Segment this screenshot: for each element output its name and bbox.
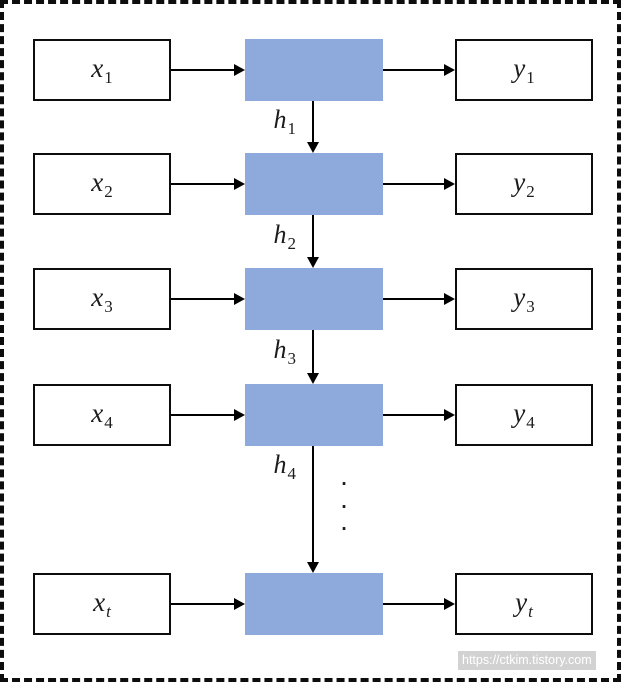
label-sub: 2 xyxy=(104,181,113,201)
label-base: x xyxy=(91,52,104,83)
arrow-cell1-to-cell2 xyxy=(307,101,317,153)
label-sub: 2 xyxy=(526,181,535,201)
label-sub: 1 xyxy=(104,67,113,87)
input-box-x3: x3 xyxy=(33,268,171,330)
output-box-y2: y2 xyxy=(455,153,593,215)
label-base: x xyxy=(93,586,106,617)
output-label-yt: yt xyxy=(515,586,533,621)
rnn-cell-4 xyxy=(245,384,383,446)
label-base: y xyxy=(513,52,526,83)
input-label-x3: x3 xyxy=(91,281,113,316)
label-base: x xyxy=(91,397,104,428)
input-box-x2: x2 xyxy=(33,153,171,215)
label-base: y xyxy=(515,586,528,617)
arrow-cell4-to-y4 xyxy=(383,409,455,419)
arrow-cell3-to-cell4 xyxy=(307,330,317,384)
arrow-x3-to-cell3 xyxy=(171,293,245,303)
label-base: y xyxy=(513,281,526,312)
input-label-x4: x4 xyxy=(91,397,113,432)
arrow-cell2-to-cell3 xyxy=(307,215,317,268)
rnn-cell-1 xyxy=(245,39,383,101)
arrow-cell3-to-y3 xyxy=(383,293,455,303)
arrow-x4-to-cell4 xyxy=(171,409,245,419)
label-base: h xyxy=(273,335,287,364)
label-sub: 4 xyxy=(526,412,535,432)
input-label-xt: xt xyxy=(93,586,111,621)
rnn-cell-t xyxy=(245,573,383,635)
arrow-x1-to-cell1 xyxy=(171,64,245,74)
input-box-x4: x4 xyxy=(33,384,171,446)
input-label-x1: x1 xyxy=(91,52,113,87)
output-label-y1: y1 xyxy=(513,52,535,87)
label-sub: 3 xyxy=(526,296,535,316)
rnn-cell-3 xyxy=(245,268,383,330)
label-base: h xyxy=(273,105,287,134)
output-label-y4: y4 xyxy=(513,397,535,432)
label-base: x xyxy=(91,166,104,197)
arrow-cellt-to-yt xyxy=(383,598,455,608)
watermark-url: https://ctkim.tistory.com xyxy=(458,651,596,670)
label-base: y xyxy=(513,397,526,428)
output-box-y3: y3 xyxy=(455,268,593,330)
label-base: h xyxy=(273,450,287,479)
label-sub: t xyxy=(528,601,533,621)
label-sub: 3 xyxy=(104,296,113,316)
arrow-cell4-to-cellt xyxy=(307,446,317,573)
output-box-y4: y4 xyxy=(455,384,593,446)
label-base: x xyxy=(91,281,104,312)
label-base: y xyxy=(513,166,526,197)
hidden-state-label-h2: h2 xyxy=(236,220,297,253)
rnn-cell-2 xyxy=(245,153,383,215)
ellipsis-dot: . xyxy=(340,505,348,536)
label-sub: 4 xyxy=(104,412,113,432)
ellipsis-dot: . xyxy=(340,460,348,491)
hidden-state-label-h4: h4 xyxy=(236,450,297,483)
label-sub: 4 xyxy=(287,464,297,483)
label-sub: 1 xyxy=(287,119,297,138)
label-base: h xyxy=(273,220,287,249)
output-label-y2: y2 xyxy=(513,166,535,201)
arrow-cell2-to-y2 xyxy=(383,178,455,188)
label-sub: t xyxy=(106,601,111,621)
input-label-x2: x2 xyxy=(91,166,113,201)
hidden-state-label-h3: h3 xyxy=(236,335,297,368)
arrow-xt-to-cellt xyxy=(171,598,245,608)
output-box-yt: yt xyxy=(455,573,593,635)
output-box-y1: y1 xyxy=(455,39,593,101)
arrow-x2-to-cell2 xyxy=(171,178,245,188)
input-box-x1: x1 xyxy=(33,39,171,101)
label-sub: 1 xyxy=(526,67,535,87)
output-label-y3: y3 xyxy=(513,281,535,316)
hidden-state-label-h1: h1 xyxy=(236,105,297,138)
label-sub: 2 xyxy=(287,234,297,253)
arrow-cell1-to-y1 xyxy=(383,64,455,74)
label-sub: 3 xyxy=(287,349,297,368)
ellipsis-dot: . xyxy=(340,483,348,514)
input-box-xt: xt xyxy=(33,573,171,635)
